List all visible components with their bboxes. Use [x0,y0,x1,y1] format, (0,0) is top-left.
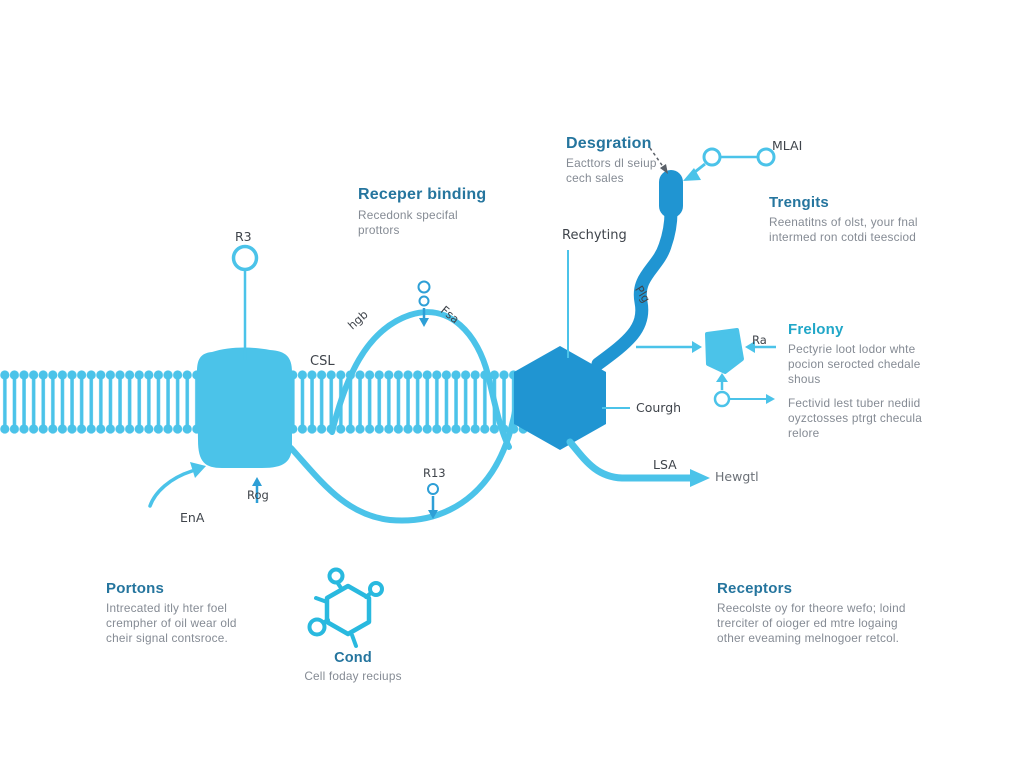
trengits-title: Trengits [769,194,829,211]
receptor-protein [197,347,292,468]
ena-arrowhead-icon [190,462,206,478]
receper-binding-line: prottors [358,223,400,237]
desgration-line: cech sales [566,171,624,185]
cond-line: Cell foday reciups [304,669,402,683]
ligand-dot-2 [418,295,430,307]
portons-line: crempher of oil wear old [106,616,237,630]
receper-binding-block: Receper binding Recedonk specifal protto… [358,186,486,238]
r13-circle [427,483,439,495]
frelony-line: shous [788,372,821,386]
ra-label: Ra [752,333,767,347]
lsa-arrowhead-icon [690,469,710,487]
desgration-line: Eacttors dl seiup [566,156,657,170]
trengits-line: intermed ron cotdi teesciod [769,230,917,244]
hewgtl-label: Hewgtl [715,469,759,484]
mlai-circle-right [756,147,776,167]
ena-label: EnA [180,510,205,525]
desgration-title: Desgration [566,135,652,152]
frelony-line2: relore [788,426,820,440]
hexagon-to-pentagon-arrowhead-icon [692,341,702,353]
portons-block: Portons Intrecated itly hter foel cremph… [106,580,237,646]
frelony-line: pocion serocted chedale [788,357,921,371]
desgration-dashed-arrow [649,147,665,169]
csl-label: CSL [310,354,335,369]
rog-label: Rog [247,488,269,502]
ra-arrowhead-icon [745,341,755,353]
signal-squiggle [591,205,678,371]
mlai-label: MLAI [772,138,803,153]
receptors-line: trerciter of oioger ed mtre logaing [717,616,898,630]
portons-line: Intrecated itly hter foel [106,601,228,615]
signal-arc-over-membrane [329,309,512,450]
receptors-block: Receptors Reecolste oy for theore wefo; … [717,580,906,646]
r3-label: R3 [235,229,252,244]
r13-label: R13 [423,466,446,480]
ena-arrow-line [148,469,194,508]
frelony-line2: Fectivid lest tuber nediid [788,396,921,410]
circle-up-arrowhead-icon [716,373,728,382]
circle-right-arrowhead-icon [766,394,775,404]
cond-block: Cond Cell foday reciups [298,650,408,684]
pentagon-protein [705,328,744,374]
mlai-arrowhead-icon [683,168,701,181]
lsa-sweep-arrow-line [566,438,696,482]
r3-ligand-circle [231,244,259,272]
cond-title: Cond [334,650,372,666]
rechyting-label: Rechyting [562,228,627,243]
frelony-line2: oyzctosses ptrgt checula [788,411,922,425]
receptors-line: other eveaming melnogoer retcol. [717,631,900,645]
desgration-block: Desgration Eacttors dl seiup cech sales [566,135,657,186]
desgration-dashed-arrowhead-icon [660,164,668,174]
lsa-label: LSA [653,457,677,472]
mlai-circle-left [702,147,722,167]
trengits-block: Trengits Reenatitns of olst, your fnal i… [769,194,918,245]
portons-line: cheir signal contsroce. [106,631,228,645]
frelony-block: Frelony Pectyrie loot lodor whte pocion … [788,321,922,441]
signal-curve-below-membrane [288,403,519,524]
receper-binding-title: Receper binding [358,186,487,203]
r13-arrowhead-icon [428,510,438,519]
rog-arrowhead-icon [252,477,262,486]
hexagon-protein [514,346,606,450]
trengits-line: Reenatitns of olst, your fnal [769,215,918,229]
portons-title: Portons [106,580,165,597]
pill-protein [659,170,683,218]
molecule-icon [307,567,384,648]
frelony-line: Pectyrie loot lodor whte [788,342,916,356]
frelony-title: Frelony [788,321,844,338]
courgh-label: Courgh [636,400,682,415]
receptors-line: Reecolste oy for theore wefo; loind [717,601,906,615]
receper-binding-line: Recedonk specifal [358,208,458,222]
receptors-title: Receptors [717,580,793,597]
ligand-arrowhead-icon [419,318,429,327]
pentagon-sub-circle [713,390,731,408]
ligand-dot-1 [417,280,431,294]
